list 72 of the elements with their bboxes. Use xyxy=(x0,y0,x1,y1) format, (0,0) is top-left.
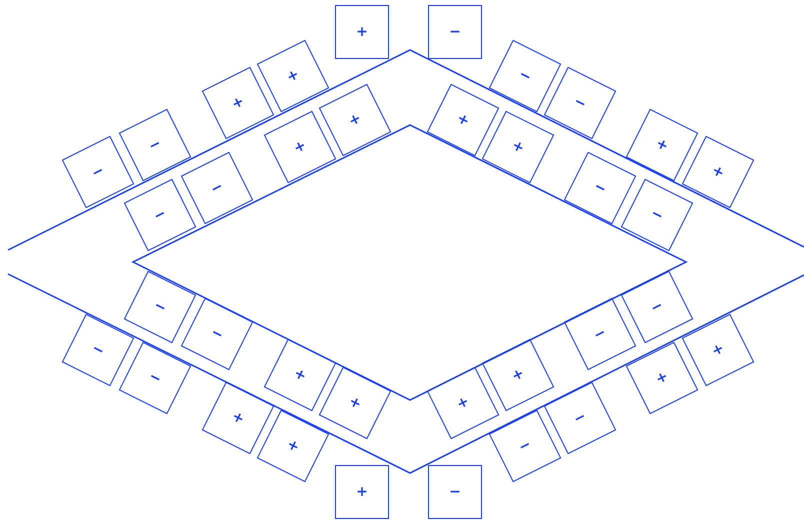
charge-sign: + xyxy=(454,394,472,412)
charge-square xyxy=(318,366,392,440)
charge-sign: − xyxy=(90,341,106,359)
charge-square xyxy=(620,270,694,344)
charge-sign: + xyxy=(510,138,526,156)
charge-sign: + xyxy=(454,111,472,129)
charge-square xyxy=(428,5,482,59)
charge-sign: − xyxy=(648,298,666,316)
charge-square xyxy=(180,298,254,370)
charge-square xyxy=(626,342,698,414)
charge-sign: − xyxy=(208,179,226,197)
charge-sign: − xyxy=(449,485,461,499)
charge-square xyxy=(564,152,636,224)
charge-square xyxy=(626,108,698,182)
charge-sign: − xyxy=(208,325,226,343)
charge-square xyxy=(428,465,482,519)
charge-sign: + xyxy=(346,394,364,412)
charge-sign: + xyxy=(654,136,670,154)
charge-sign: + xyxy=(292,138,308,156)
charge-square xyxy=(426,366,500,440)
charge-square xyxy=(318,84,392,156)
charge-square xyxy=(544,382,616,454)
charge-square xyxy=(482,338,554,412)
charge-square xyxy=(62,136,134,208)
charge-sign: − xyxy=(648,206,666,224)
charge-sign: + xyxy=(710,163,726,181)
charge-sign: + xyxy=(230,409,246,427)
charge-sign: − xyxy=(516,67,534,85)
charge-sign: + xyxy=(710,341,726,359)
charge-square xyxy=(564,298,636,370)
charge-sign: + xyxy=(654,369,670,387)
charge-sign: + xyxy=(284,437,302,455)
charge-square xyxy=(620,178,694,252)
charge-square xyxy=(202,382,274,454)
charge-sign: + xyxy=(356,485,368,499)
charge-sign: + xyxy=(346,111,364,129)
charge-sign: + xyxy=(284,67,302,85)
charge-square xyxy=(482,110,554,184)
charge-square xyxy=(118,108,192,182)
charge-sign: − xyxy=(152,298,168,316)
charge-square xyxy=(488,40,562,112)
charge-square xyxy=(264,338,336,412)
charge-square xyxy=(544,66,616,140)
charge-square xyxy=(264,110,336,184)
charge-square xyxy=(256,40,330,112)
charge-sign: + xyxy=(356,25,368,39)
charge-square xyxy=(180,152,254,224)
charge-square xyxy=(488,410,562,482)
charge-square xyxy=(335,465,389,519)
charge-square xyxy=(335,5,389,59)
charge-square xyxy=(202,66,274,140)
charge-sign: − xyxy=(516,437,534,455)
charge-sign: − xyxy=(572,94,588,112)
charge-square xyxy=(118,342,192,414)
charge-sign: − xyxy=(572,409,588,427)
charge-square xyxy=(682,314,754,386)
charge-sign: + xyxy=(230,94,246,112)
charge-square xyxy=(426,84,500,156)
charge-sign: − xyxy=(146,136,164,154)
charge-sign: − xyxy=(449,25,461,39)
charge-sign: + xyxy=(510,366,526,384)
charge-square xyxy=(124,178,196,252)
charge-sign: − xyxy=(146,369,164,387)
charge-sign: − xyxy=(592,179,608,197)
charge-sign: − xyxy=(90,163,106,181)
charge-square xyxy=(682,136,754,208)
charge-sign: − xyxy=(592,325,608,343)
charge-sign: + xyxy=(292,366,308,384)
charge-square xyxy=(62,314,134,386)
charge-square xyxy=(256,410,330,482)
charge-sign: − xyxy=(152,206,168,224)
charge-square xyxy=(124,270,196,344)
